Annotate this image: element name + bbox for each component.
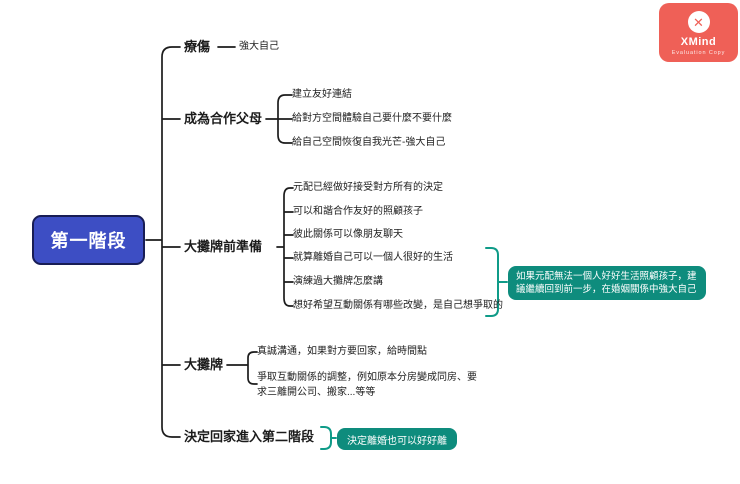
subtopic-give-space-self[interactable]: 給自己空間恢復自我光芒-強大自己: [292, 137, 446, 148]
note-bracket: [320, 426, 337, 450]
xmind-logo-icon: ✕: [687, 11, 710, 33]
subtopic-accept-decision[interactable]: 元配已經做好接受對方所有的決定: [293, 182, 443, 193]
divorce-note[interactable]: 決定離婚也可以好好離: [337, 428, 457, 450]
subtopic-relationship-adjust[interactable]: 爭取互動關係的調整，例如原本分房變成同房、要求三離開公司、搬家...等等: [257, 372, 477, 398]
subtopic-friendly-bond[interactable]: 建立友好連結: [292, 89, 352, 100]
root-topic-label: 第一階段: [50, 231, 127, 251]
topic-return-home-stage2[interactable]: 決定回家進入第二階段: [184, 429, 315, 444]
subtopic-good-life-alone[interactable]: 就算離婚自己可以一個人很好的生活: [293, 252, 453, 263]
xmind-badge-subtitle: Evaluation Copy: [671, 50, 726, 56]
root-topic[interactable]: 第一階段: [32, 215, 145, 265]
topic-coop-parents[interactable]: 成為合作父母: [184, 111, 263, 126]
topic-healing[interactable]: 療傷: [184, 39, 211, 54]
subtopic-give-space-partner[interactable]: 給對方空間體驗自己要什麼不要什麼: [292, 113, 452, 124]
topic-showdown[interactable]: 大攤牌: [184, 357, 224, 372]
xmind-badge-title: XMind: [680, 36, 717, 48]
subtopic-harmonious-care[interactable]: 可以和諧合作友好的照顧孩子: [293, 206, 423, 217]
coop-bracket: [265, 94, 293, 144]
subtopic-sincere-talk[interactable]: 真誠溝通，如果對方要回家，給時間點: [257, 346, 427, 357]
prep-bracket: [276, 187, 294, 307]
xmind-watermark-badge: ✕ XMind Evaluation Copy: [659, 3, 738, 62]
subtopic-desired-changes[interactable]: 想好希望互動關係有哪些改變，是自己想爭取的: [293, 300, 503, 311]
subtopic-strengthen-self[interactable]: 強大自己: [239, 41, 279, 52]
divorce-note-label: 決定離婚也可以好好離: [347, 435, 447, 447]
subtopic-rehearse-talk[interactable]: 演練過大攤牌怎麼講: [293, 276, 383, 287]
showdown-bracket: [226, 351, 258, 385]
topic-showdown-prep[interactable]: 大攤牌前準備: [184, 239, 263, 254]
subtopic-friend-chat[interactable]: 彼此關係可以像朋友聊天: [293, 229, 403, 240]
trunk-connector: [145, 46, 181, 438]
summary-note[interactable]: 如果元配無法一個人好好生活照顧孩子，建議繼續回到前一步，在婚姻關係中強大自己: [508, 266, 706, 300]
